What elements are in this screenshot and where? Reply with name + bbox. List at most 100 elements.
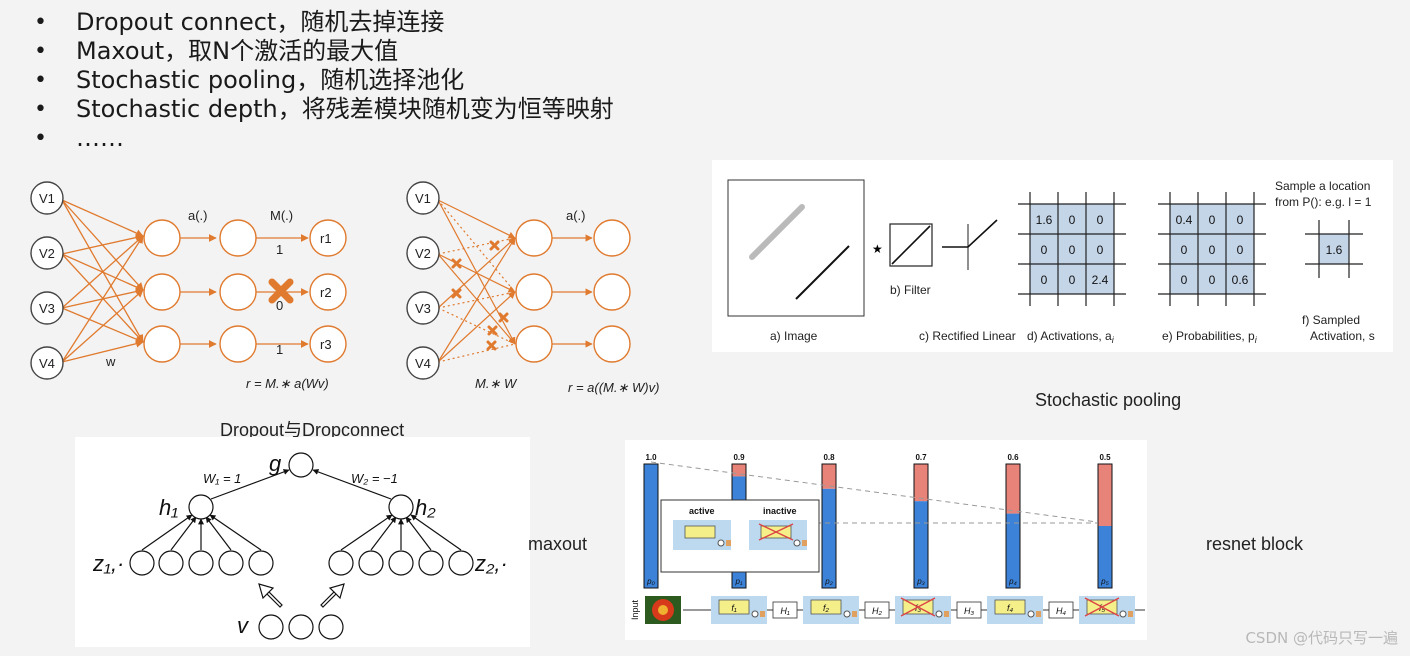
input-label: V2: [39, 246, 55, 261]
sampled-value: 1.6: [1326, 243, 1343, 257]
bar-survival-portion: [822, 488, 836, 588]
sampled-cell: 1.6: [1305, 220, 1363, 278]
convolution-star-icon: ★: [872, 242, 883, 256]
mask-weight-label: M.∗ W: [475, 376, 518, 391]
bullet-item: •Stochastic pooling，随机选择池化: [34, 66, 614, 95]
activation-node: [219, 273, 257, 311]
resblock-label: f₅: [1099, 603, 1106, 613]
bar-survival-portion: [1006, 513, 1020, 588]
legend-active: active: [689, 506, 715, 516]
stochastic-pooling-caption: Stochastic pooling: [1035, 390, 1182, 410]
z-node: [248, 550, 274, 576]
probability-cell: 0.4: [1176, 213, 1193, 227]
resblock-label: f₁: [731, 603, 737, 613]
output-label: r3: [320, 337, 332, 352]
z-node: [328, 550, 354, 576]
sample-text: from P(): e.g. l = 1: [1275, 195, 1372, 209]
activation-cell: 0: [1041, 243, 1048, 257]
filter-label: b) Filter: [890, 283, 931, 297]
hidden-node: [515, 219, 553, 257]
csdn-watermark: CSDN @代码只写一遍: [1245, 629, 1398, 647]
input-label: V4: [39, 356, 55, 371]
bullet-item: •Dropout connect，随机去掉连接: [34, 8, 614, 37]
hidden-node-h2: [388, 494, 414, 520]
hidden-state-label: H₄: [1056, 606, 1066, 616]
image-label: a) Image: [770, 329, 818, 343]
z-node: [129, 550, 155, 576]
relu-label: c) Rectified Linear: [919, 329, 1016, 343]
bullet-item: •……: [34, 124, 614, 153]
dropped-connection-x-icons: [451, 240, 509, 351]
probabilities-label: e) Probabilities, pi: [1162, 329, 1258, 345]
relu-node: [1128, 611, 1133, 617]
output-node: [593, 325, 631, 363]
dropout-caption: Dropout与Dropconnect: [220, 420, 405, 440]
p-label: p₄: [1008, 577, 1017, 586]
sample-text: Sample a location: [1275, 179, 1370, 193]
bar-survival-portion: [914, 501, 928, 588]
bullet-list: •Dropout connect，随机去掉连接 •Maxout，取N个激活的最大…: [34, 8, 614, 153]
resblock-function: [994, 599, 1026, 615]
resblock-function: [718, 599, 750, 615]
hidden-node: [143, 273, 181, 311]
mask-label: M(.): [270, 208, 293, 223]
relu-node: [852, 611, 857, 617]
formula-left: r = M.∗ a(Wv): [246, 376, 329, 391]
hidden-state: [956, 601, 982, 619]
probability-cell: 0: [1237, 213, 1244, 227]
input-node: [30, 346, 64, 380]
dropout-connections: [61, 199, 309, 363]
hidden-state: [1048, 601, 1074, 619]
output-node: [309, 273, 347, 311]
relu-icon: [942, 219, 998, 270]
survival-probability-label: 0.8: [823, 453, 835, 462]
z-node: [158, 550, 184, 576]
z-node: [448, 550, 474, 576]
p-label: p₅: [1100, 577, 1109, 586]
activation-cell: 0: [1069, 213, 1076, 227]
weight-label: w: [105, 354, 116, 369]
input-image-box: [727, 179, 865, 317]
input-node: [30, 181, 64, 215]
mask-value: 1: [276, 242, 283, 257]
bullet-item: •Maxout，取N个激活的最大值: [34, 37, 614, 66]
dropconnect-connections: [437, 199, 593, 363]
hidden-state: [864, 601, 890, 619]
survival-probability-label: 1.0: [645, 453, 657, 462]
input-label: V1: [39, 191, 55, 206]
resblock-label: f₂: [823, 603, 830, 613]
probability-cell: 0.6: [1232, 273, 1249, 287]
sampled-label: f) Sampled: [1302, 313, 1360, 327]
output-label: r2: [320, 285, 332, 300]
g-label: g: [269, 451, 282, 476]
hidden-state-label: H₁: [780, 606, 789, 616]
activation-cell: 2.4: [1092, 273, 1109, 287]
z-node: [358, 550, 384, 576]
bullet-dot: •: [34, 39, 47, 64]
relu-node: [1036, 611, 1041, 617]
z-node: [418, 550, 444, 576]
hidden-node: [143, 325, 181, 363]
input-node: [406, 291, 440, 325]
hidden-node-h1: [188, 494, 214, 520]
sampled-label: Activation, s: [1310, 329, 1375, 343]
survival-probability-label: 0.6: [1007, 453, 1019, 462]
w2-label: W₂ = −1: [351, 471, 398, 486]
z-node: [218, 550, 244, 576]
resblock-label: f₄: [1007, 603, 1014, 613]
bar-survival-portion: [1098, 526, 1112, 588]
output-node: [309, 325, 347, 363]
resblock-label: f₃: [915, 603, 922, 613]
probability-cell: 0: [1181, 273, 1188, 287]
input-node: [406, 181, 440, 215]
hidden-node: [143, 219, 181, 257]
inactive-cross: [1084, 597, 1120, 617]
bullet-text: Stochastic pooling，随机选择池化: [76, 66, 465, 94]
p-label: p₃: [916, 577, 925, 586]
resblock-function: [810, 599, 842, 615]
relu-node: [944, 611, 949, 617]
input-node: [406, 346, 440, 380]
probability-cell: 0: [1209, 213, 1216, 227]
bullet-dot: •: [34, 126, 47, 151]
